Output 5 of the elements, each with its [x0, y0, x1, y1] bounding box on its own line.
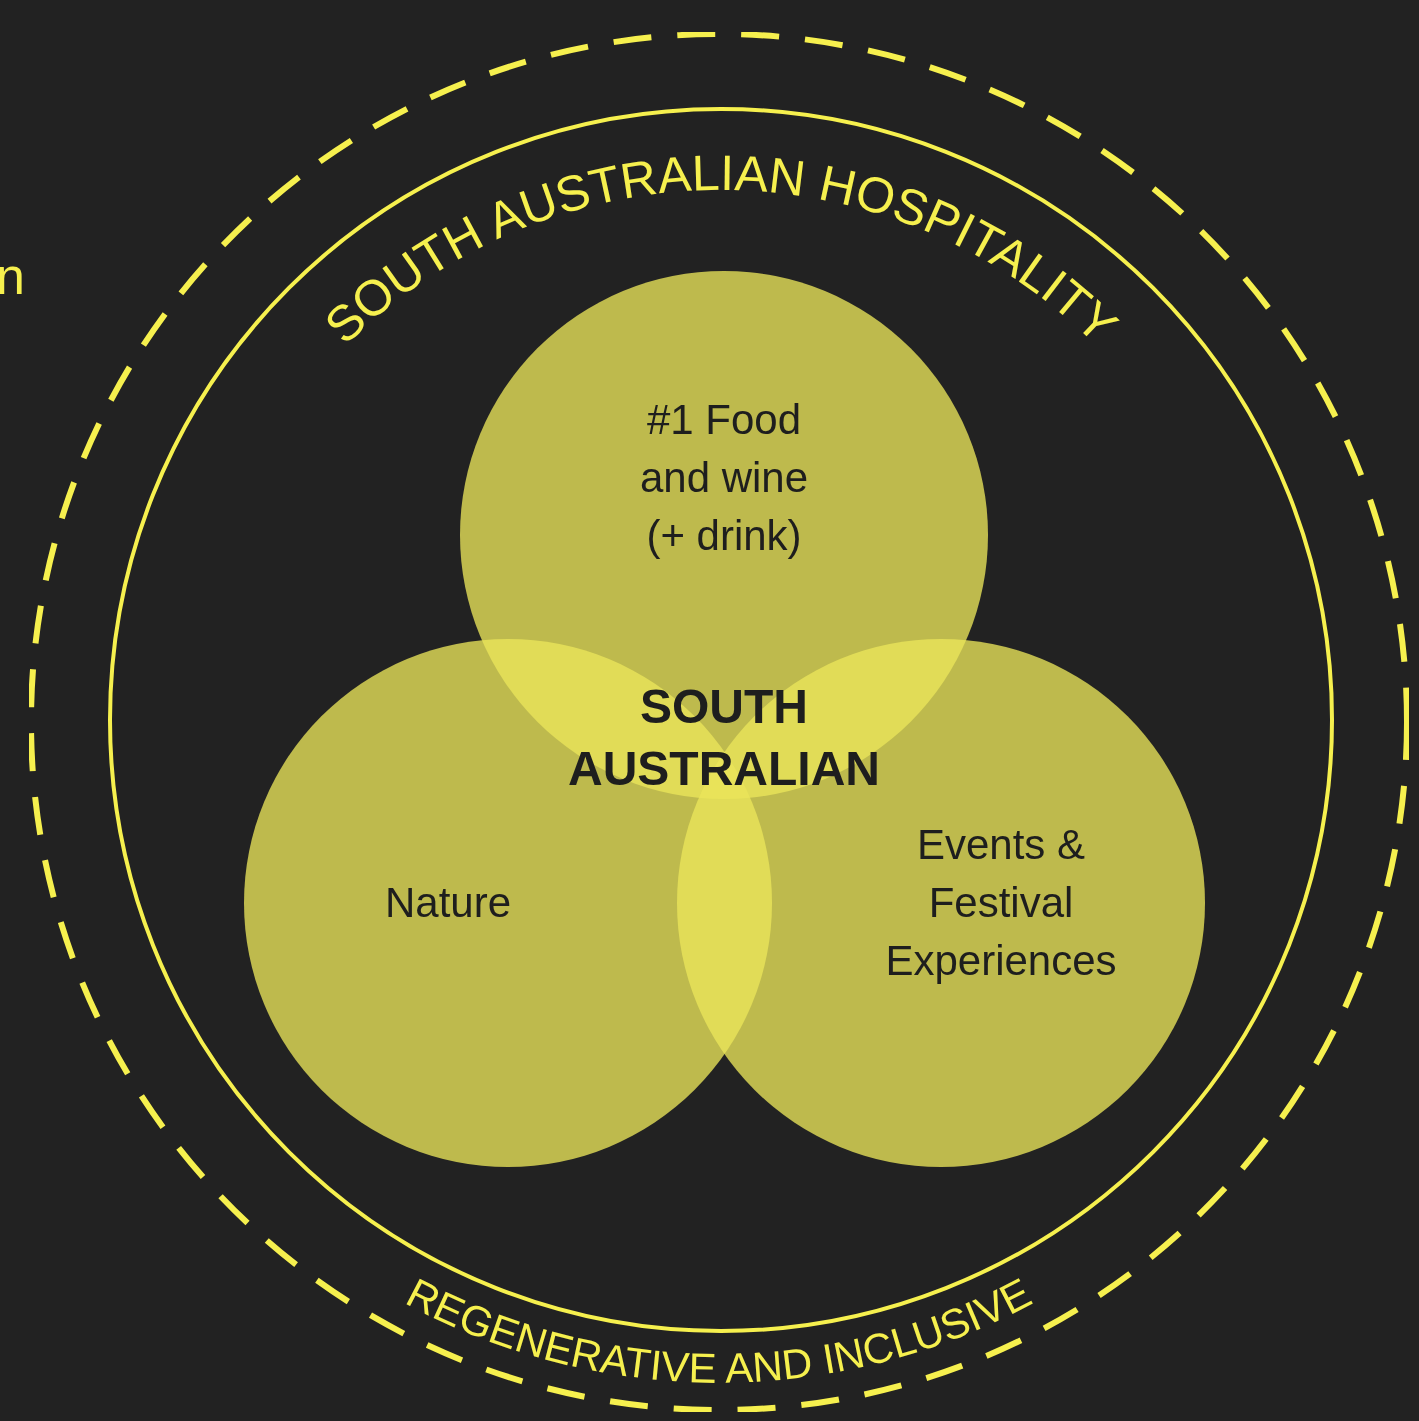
cut-off-text: n [0, 246, 25, 306]
center-label: SOUTH AUSTRALIAN [567, 679, 881, 797]
circle-label: #1 Food and wine (+ drink) [638, 395, 810, 561]
circle-label: Nature [383, 878, 513, 928]
circle-label: Events & Festival Experiences [884, 820, 1118, 986]
